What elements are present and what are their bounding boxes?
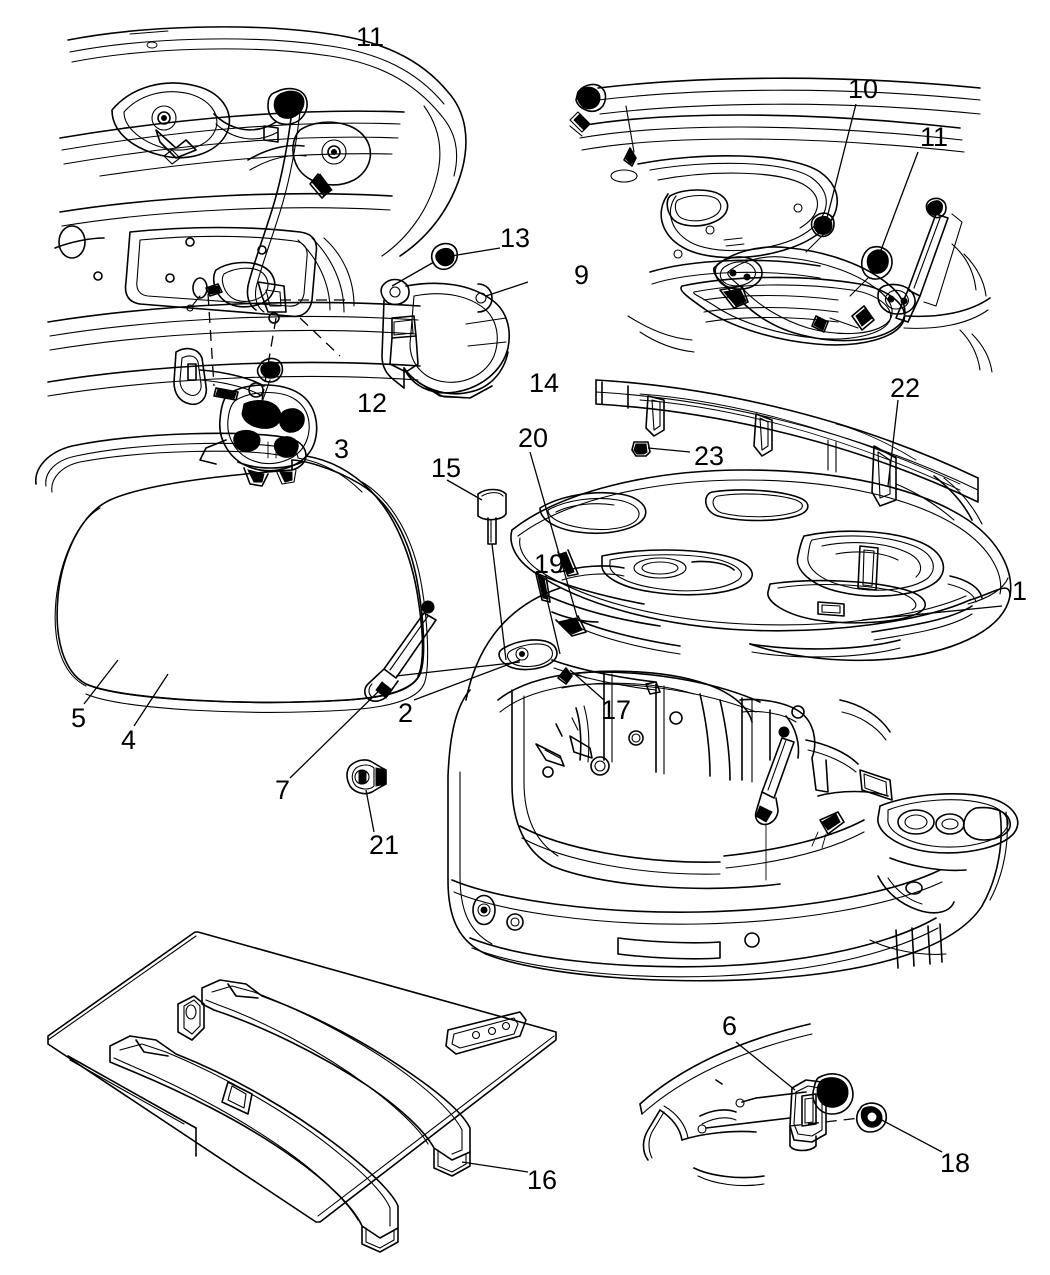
group-weatherstrip-seal <box>35 432 429 727</box>
callout-number-5: 5 <box>71 703 87 733</box>
group-gas-prop-left <box>289 600 521 779</box>
callout-number-4: 4 <box>121 725 137 755</box>
callout-number-15: 15 <box>431 453 462 483</box>
callout-number-12: 12 <box>357 388 388 418</box>
callout-number-21: 21 <box>369 830 400 860</box>
callout-number-20: 20 <box>518 423 549 453</box>
callout-number-17: 17 <box>601 695 632 725</box>
callout-number-13: 13 <box>500 223 531 253</box>
callout-number-9: 9 <box>574 260 590 290</box>
callout-number-18: 18 <box>940 1148 971 1178</box>
group-rear-body-upper-left <box>47 26 467 401</box>
callout-number-1: 1 <box>1012 576 1028 606</box>
callout-number-19: 19 <box>534 549 565 579</box>
group-spoiler-22 <box>595 379 983 525</box>
callout-number-11-right: 11 <box>920 122 949 152</box>
group-latch-assembly <box>173 347 318 487</box>
group-lock-cover <box>380 242 529 399</box>
group-panel-16 <box>47 931 557 1253</box>
group-vehicle-rear-body <box>413 399 1019 982</box>
callout-number-7: 7 <box>275 775 291 805</box>
group-detail-lamp-6-18 <box>639 1023 943 1187</box>
callout-number-16: 16 <box>527 1165 558 1195</box>
callout-number-2: 2 <box>398 698 414 728</box>
callout-number-14: 14 <box>529 368 560 398</box>
group-bolt-21 <box>346 759 387 833</box>
group-trunk-lid <box>498 469 1012 695</box>
callout-number-10: 10 <box>848 74 879 104</box>
group-bumper-15 <box>446 479 507 661</box>
callout-number-22: 22 <box>890 373 921 403</box>
group-rear-shelf-right <box>569 77 993 373</box>
group-clip-23 <box>631 441 691 457</box>
callout-number-11-left: 11 <box>356 22 385 52</box>
callout-number-23: 23 <box>694 441 725 471</box>
callout-number-3: 3 <box>334 434 350 464</box>
callout-number-6: 6 <box>722 1011 738 1041</box>
